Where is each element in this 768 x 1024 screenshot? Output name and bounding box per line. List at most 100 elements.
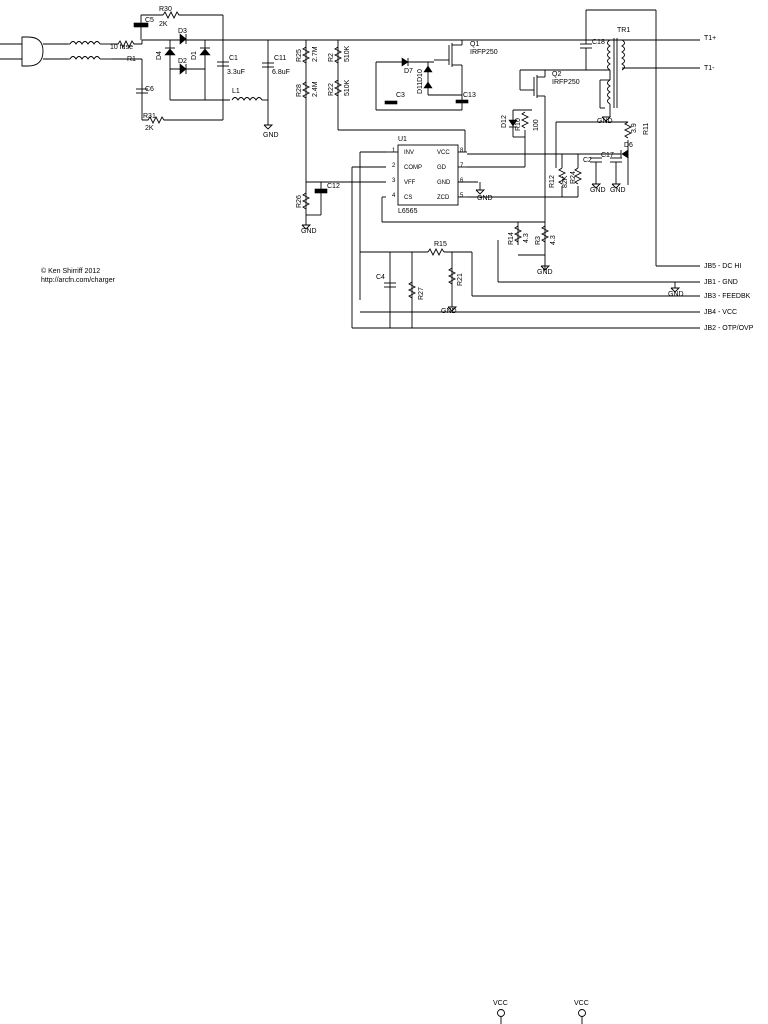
r28-resistor xyxy=(301,81,311,99)
r15-resistor xyxy=(427,247,445,257)
c17-label: C17 xyxy=(601,152,614,159)
c13-label: C13 xyxy=(463,92,476,99)
gnd-r26-label: GND xyxy=(301,228,317,235)
t1-minus-label: T1- xyxy=(704,65,715,72)
r2-resistor xyxy=(333,46,343,64)
ic-u1 xyxy=(397,144,459,206)
credit-url: http://arcfn.com/charger xyxy=(41,277,115,284)
r2-ref: R2 xyxy=(328,53,335,62)
ic-pin-num: 2 xyxy=(392,163,396,169)
ic-pin-num: 3 xyxy=(392,178,396,184)
r25-resistor xyxy=(301,46,311,64)
r26-label: R26 xyxy=(296,195,303,208)
d2-label: D2 xyxy=(178,58,187,65)
ic-pin-num: 4 xyxy=(392,193,396,199)
r31-resistor xyxy=(142,115,223,125)
r28-ref: R28 xyxy=(296,84,303,97)
ic-pin-name: INV xyxy=(404,150,414,156)
gnd-c17-label: GND xyxy=(610,187,626,194)
r12-value: 82K xyxy=(562,175,569,188)
r12-ref: R12 xyxy=(549,175,556,188)
r27-label: R27 xyxy=(418,287,425,300)
ic-pin-num: 5 xyxy=(460,193,464,199)
r11-value: 3.9 xyxy=(631,123,638,133)
d11-diode xyxy=(423,81,433,89)
c1-ref: C1 xyxy=(229,55,238,62)
d7-label: D7 xyxy=(404,68,413,75)
r26-resistor xyxy=(301,192,311,210)
gnd-ic-label: GND xyxy=(477,195,493,202)
gnd-r3-label: GND xyxy=(537,269,553,276)
c12-capacitor xyxy=(314,188,328,194)
q1-ref: Q1 xyxy=(470,41,479,48)
r30-resistor xyxy=(162,10,223,20)
c18-label: C18 xyxy=(592,39,605,46)
r3-ref: R3 xyxy=(535,236,542,245)
tr1-aux xyxy=(607,79,611,105)
connector-jb3: JB3 - FEEDBK xyxy=(704,293,751,300)
r14-resistor xyxy=(513,225,523,243)
r31-value: 2K xyxy=(145,125,154,132)
r14-value: 4.3 xyxy=(523,233,530,243)
c2-label: C2 xyxy=(583,157,592,164)
vcc-symbol-2: VCC xyxy=(574,1000,589,1024)
vcc-symbol-1: VCC xyxy=(493,1000,508,1024)
r28-value: 2.4M xyxy=(312,81,319,97)
ic-ref: U1 xyxy=(398,136,407,143)
r12-resistor xyxy=(557,167,567,185)
c6-label: C6 xyxy=(145,86,154,93)
ic-pin-name: CS xyxy=(404,195,412,201)
r1-resistor xyxy=(112,39,142,49)
c3-label: C3 xyxy=(396,92,405,99)
r27-resistor xyxy=(407,281,417,299)
r11-ref: R11 xyxy=(643,123,650,135)
c4-label: C4 xyxy=(376,274,385,281)
copyright-text: © Ken Shirriff 2012 xyxy=(41,268,101,275)
gnd-c11-label: GND xyxy=(263,132,279,139)
r10-value: 100 xyxy=(533,119,540,131)
r30-ref: R30 xyxy=(159,6,172,13)
c11-ref: C11 xyxy=(274,55,286,62)
l1-label: L1 xyxy=(232,88,240,95)
ic-pin-num: 8 xyxy=(460,148,464,154)
credit-block: © Ken Shirriff 2012 http://arcfn.com/cha… xyxy=(41,267,115,285)
r25-ref: R25 xyxy=(296,49,303,62)
connector-jb2: JB2 - OTP/OVP xyxy=(704,325,754,332)
ic-pin-num: 7 xyxy=(460,163,464,169)
q2-value: IRFP250 xyxy=(552,79,580,86)
ic-pin-num: 1 xyxy=(392,148,396,154)
c11-value: 6.8uF xyxy=(272,69,290,76)
d4-label: D4 xyxy=(156,51,163,60)
r21-resistor xyxy=(447,267,457,285)
vcc-label-1: VCC xyxy=(493,1000,508,1007)
d7-diode xyxy=(401,57,409,67)
d11-label: D11 xyxy=(417,82,424,94)
r30-value: 2K xyxy=(159,21,168,28)
c12-label: C12 xyxy=(327,183,340,190)
r25-value: 2.7M xyxy=(312,46,319,62)
gnd-c2-label: GND xyxy=(590,187,606,194)
d1-label: D1 xyxy=(191,51,198,60)
gnd-jb1-label: GND xyxy=(668,291,684,298)
r3-value: 4.3 xyxy=(550,235,557,245)
d10-diode xyxy=(423,65,433,73)
r21-label: R21 xyxy=(457,273,464,286)
c3-capacitor xyxy=(384,100,398,105)
r15-label: R15 xyxy=(434,241,447,248)
r24-resistor xyxy=(573,167,583,185)
r10-ref: R10 xyxy=(515,118,522,131)
connector-jb1: JB1 - GND xyxy=(704,279,738,286)
vcc-label-2: VCC xyxy=(574,1000,589,1007)
tr1-label: TR1 xyxy=(617,27,630,34)
d12-label: D12 xyxy=(501,115,508,128)
r24-label: R24 xyxy=(570,171,577,184)
r14-ref: R14 xyxy=(508,232,515,245)
ic-pin-name: GD xyxy=(437,165,447,171)
ic-pin-name: VCC xyxy=(437,150,450,156)
c13-capacitor xyxy=(455,99,469,104)
ac-plug-symbol xyxy=(0,36,68,67)
gnd-tr1-label: GND xyxy=(597,118,613,125)
l1-inductor xyxy=(231,97,263,101)
connector-jb5: JB5 - DC HI xyxy=(704,263,741,270)
